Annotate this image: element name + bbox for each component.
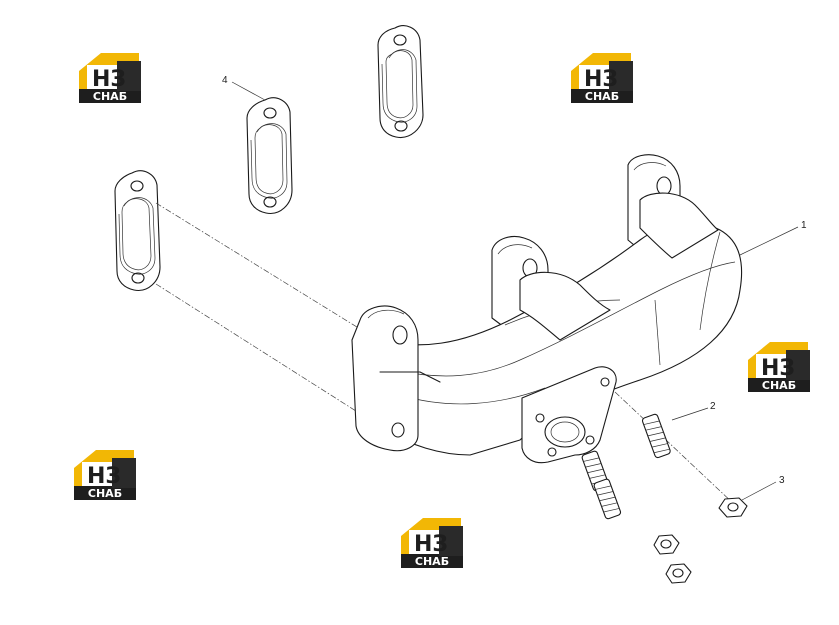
watermark-logo-2: НЗ СНАБ (571, 53, 633, 103)
watermark-top-text: НЗ (87, 464, 121, 489)
watermark-logo-5: НЗ СНАБ (401, 518, 463, 568)
callout-label: 1 (801, 220, 807, 231)
callout-label: 2 (710, 401, 716, 412)
callout-4: 4 (222, 75, 266, 101)
nut-2 (653, 534, 680, 555)
stud-upper (641, 413, 671, 459)
watermark-bottom-text: СНАБ (88, 487, 122, 500)
centerline (614, 391, 736, 506)
watermark-bottom-text: СНАБ (585, 90, 619, 103)
stud-lower-2 (593, 478, 622, 520)
watermark-top-text: НЗ (414, 532, 448, 557)
centerline (155, 202, 379, 341)
watermark-bottom-text: СНАБ (415, 555, 449, 568)
watermark-logo-4: НЗ СНАБ (74, 450, 136, 500)
watermark-top-text: НЗ (92, 67, 126, 92)
watermark-logo-1: НЗ СНАБ (79, 53, 141, 103)
gasket-middle (246, 97, 293, 214)
gasket-left (114, 170, 161, 291)
nut-3 (665, 563, 692, 584)
watermark-top-text: НЗ (761, 356, 795, 381)
gasket-upper (377, 25, 424, 138)
watermark-bottom-text: СНАБ (762, 379, 796, 392)
callout-label: 3 (779, 475, 785, 486)
watermark-top-text: НЗ (584, 67, 618, 92)
nut-1 (718, 497, 748, 518)
callout-1: 1 (739, 220, 807, 256)
watermark-bottom-text: СНАБ (93, 90, 127, 103)
callout-label: 4 (222, 75, 228, 86)
centerline (155, 283, 379, 426)
watermark-logo-3: НЗ СНАБ (748, 342, 810, 392)
exhaust-manifold (351, 154, 743, 464)
callout-3: 3 (741, 475, 785, 501)
callout-2: 2 (671, 401, 716, 421)
